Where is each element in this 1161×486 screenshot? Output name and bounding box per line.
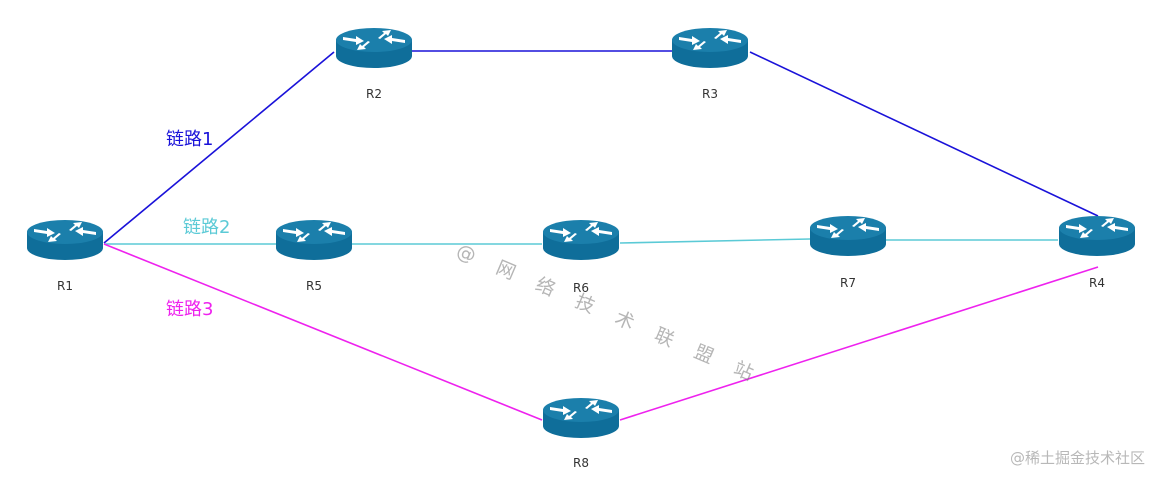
link1-segment-r3-r4 [749, 51, 1099, 217]
router-r2-icon [336, 28, 412, 68]
router-r6-icon [543, 220, 619, 260]
router-r4-label: R4 [1089, 276, 1105, 290]
link3-segment-r1-r8 [103, 243, 543, 421]
router-r2-label: R2 [366, 87, 382, 101]
router-r3-label: R3 [702, 87, 718, 101]
router-r7-icon [810, 216, 886, 256]
router-r4-icon [1059, 216, 1135, 256]
link2-segment-r6-r7 [619, 238, 811, 244]
router-r5-label: R5 [306, 279, 322, 293]
link3-label: 链路3 [166, 299, 214, 320]
router-r6-label: R6 [573, 281, 589, 295]
router-r8-label: R8 [573, 456, 589, 470]
router-r5-icon [276, 220, 352, 260]
router-r7-label: R7 [840, 276, 856, 290]
link2-label: 链路2 [183, 217, 231, 238]
link1-label: 链路1 [166, 129, 214, 150]
router-r1-label: R1 [57, 279, 73, 293]
link3-segment-r8-r4 [619, 266, 1099, 421]
footer-watermark: @稀土掘金技术社区 [1009, 449, 1145, 467]
router-r8-icon [543, 398, 619, 438]
router-r3-icon [672, 28, 748, 68]
link1-segment-r1-r2 [103, 51, 335, 244]
router-r1-icon [27, 220, 103, 260]
